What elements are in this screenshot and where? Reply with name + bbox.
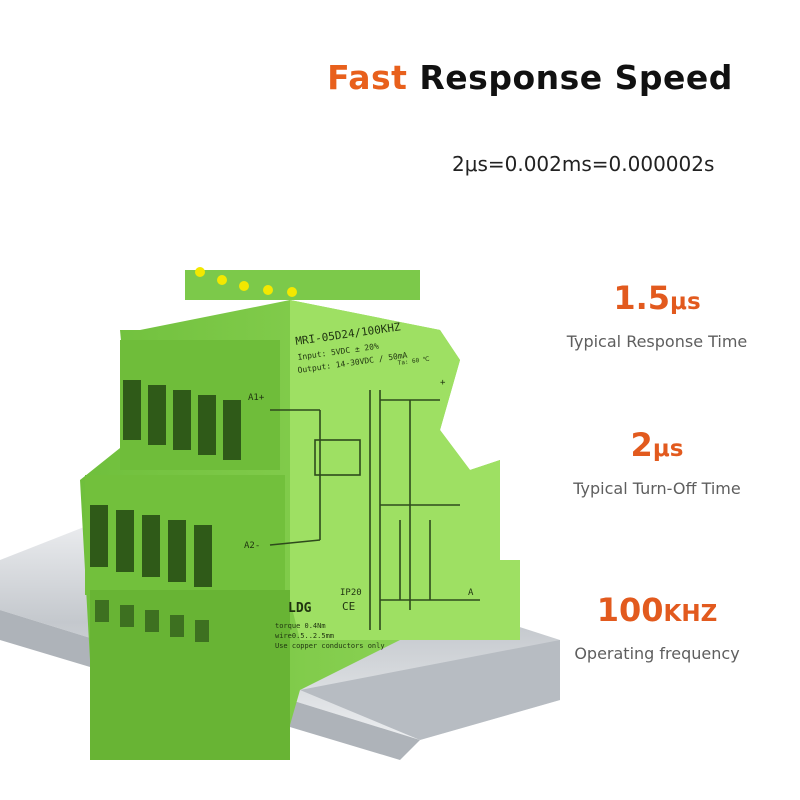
spec-label: Typical Response Time — [566, 332, 748, 351]
led-icon — [195, 267, 205, 277]
a2-terminal-label: A2- — [244, 541, 260, 551]
spec-label: Typical Turn-Off Time — [573, 479, 741, 498]
led-icon — [287, 287, 297, 297]
spec-unit: μs — [670, 289, 701, 315]
led-indicators — [195, 267, 297, 297]
plus-terminal-label: + — [440, 378, 446, 388]
ce-mark: CE — [342, 600, 355, 613]
spec-label: Operating frequency — [574, 644, 740, 663]
spec-number: 100 — [596, 591, 664, 629]
temperature-rating: Ta: 60 ℃ — [397, 356, 430, 367]
terminal-screws-top — [123, 380, 241, 460]
spec-turnoff-time: 2μs Typical Turn-Off Time — [552, 427, 762, 498]
a-terminal-label: A — [468, 588, 474, 598]
page-title: Fast Response Speed — [0, 58, 800, 97]
circuit-diagram — [269, 390, 480, 630]
led-icon — [263, 285, 273, 295]
spec-number: 2 — [630, 426, 653, 464]
spec-value: 2μs — [552, 427, 762, 467]
spec-value: 100KHZ — [552, 592, 762, 632]
ip-rating: IP20 — [340, 588, 362, 598]
led-icon — [239, 281, 249, 291]
clip-slots — [95, 600, 209, 642]
terminal-screws-bottom — [90, 505, 212, 587]
torque-note: torque 0.4Nm — [275, 622, 326, 630]
a1-terminal-label: A1+ — [248, 393, 265, 403]
spec-number: 1.5 — [613, 279, 671, 317]
title-accent: Fast — [327, 58, 408, 97]
copper-note: Use copper conductors only — [275, 642, 385, 650]
spec-unit: μs — [652, 436, 684, 462]
spec-unit: KHZ — [663, 601, 718, 627]
spec-operating-frequency: 100KHZ Operating frequency — [552, 592, 762, 663]
title-rest: Response Speed — [419, 58, 733, 97]
spec-value: 1.5μs — [552, 280, 762, 320]
brand-logo: LDG — [288, 601, 312, 616]
spec-response-time: 1.5μs Typical Response Time — [552, 280, 762, 351]
relay-module-image: MRI-05D24/100KHZ Input: 5VDC ± 20% Outpu… — [0, 267, 560, 760]
subtitle-conversion: 2μs=0.002ms=0.000002s — [452, 152, 715, 176]
wire-note: wire0.5..2.5mm — [275, 632, 334, 640]
led-icon — [217, 275, 227, 285]
